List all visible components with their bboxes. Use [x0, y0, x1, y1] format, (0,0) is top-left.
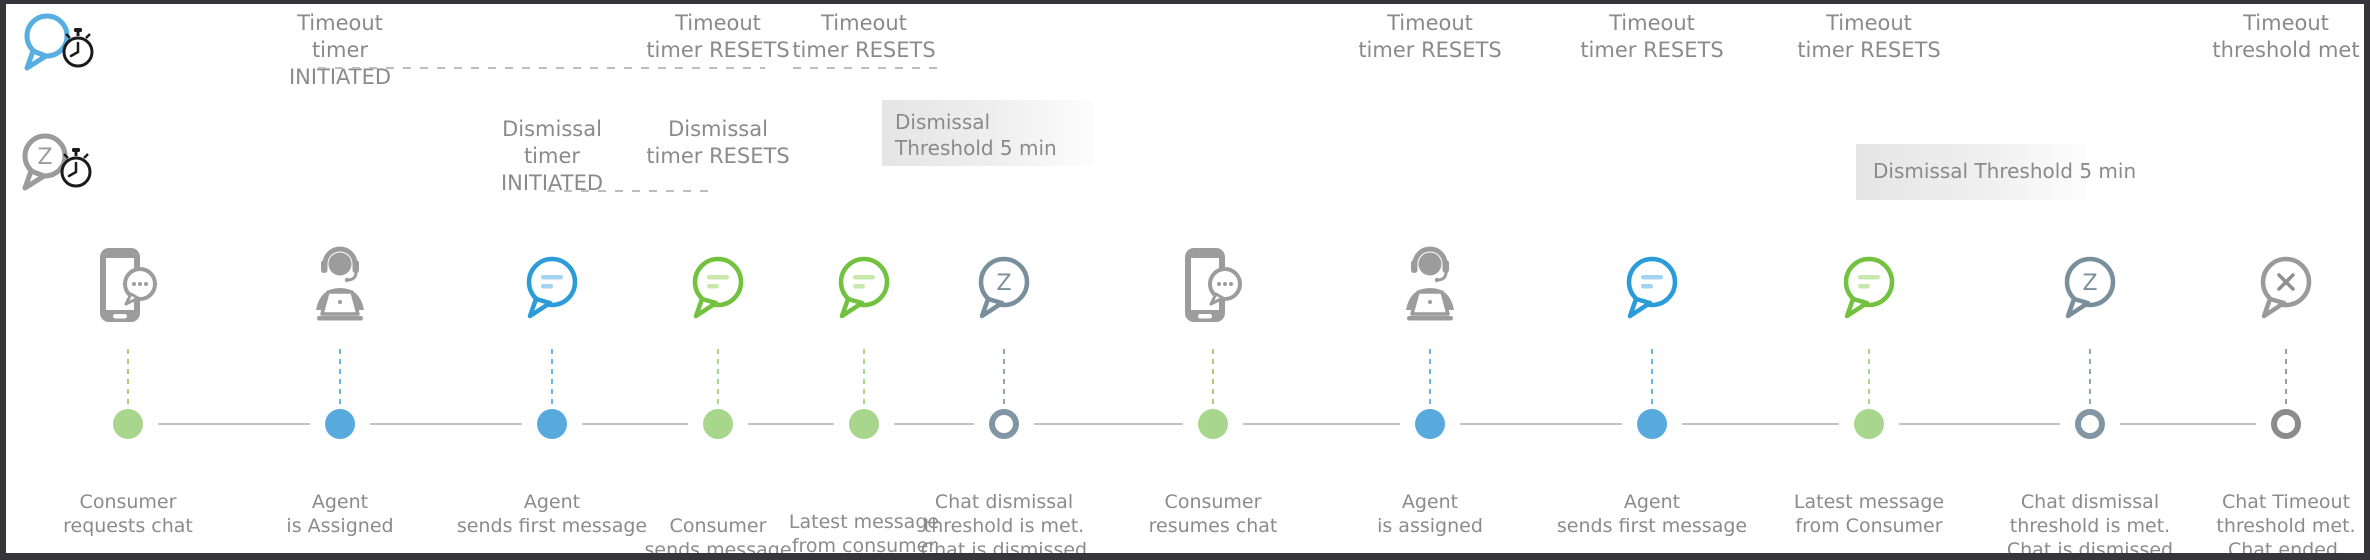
event-label: Consumer resumes chat [1148, 491, 1278, 537]
dismissal-timer-legend: Z [18, 132, 106, 198]
dashed-drop-line [863, 349, 865, 411]
timeline-dot [849, 409, 879, 439]
timeline-connector-line [1034, 423, 1183, 425]
event-label: Consumer requests chat [63, 491, 193, 537]
event-label: Chat Timeout threshold met. Chat ended. [2216, 491, 2356, 560]
event-icon [502, 234, 602, 334]
dashed-drop-line [1212, 349, 1214, 411]
event-label: Agent is Assigned [286, 491, 394, 537]
agent-headset-icon [316, 246, 364, 321]
dismissal-timer-label: Dismissal timer RESETS [646, 117, 790, 168]
dismissal-threshold-badge: Dismissal Threshold 5 min [882, 100, 1094, 166]
dashed-drop-line [717, 349, 719, 411]
snooze-bubble-icon: Z [978, 256, 1030, 319]
dismissal-timer-dashed-line [547, 190, 715, 192]
event-label: Agent sends first message [456, 491, 648, 537]
timeline-connector-line [748, 423, 834, 425]
timeout-timer-label: Timeout timer RESETS [792, 11, 936, 62]
timeout-timer-label: Timeout timer RESETS [646, 11, 790, 62]
timeline-dot [2075, 409, 2105, 439]
event-label: Consumer sends message [644, 515, 792, 560]
dashed-drop-line [339, 349, 341, 411]
dashed-drop-line [1429, 349, 1431, 411]
event-icon [1819, 234, 1919, 334]
timeline-connector-line [894, 423, 974, 425]
timeline-dot [325, 409, 355, 439]
event-label: Agent is assigned [1377, 491, 1483, 537]
svg-text:Z: Z [37, 145, 52, 170]
event-icon: Z [954, 234, 1054, 334]
timeout-timer-label: Timeout timer INITIATED [288, 11, 392, 89]
agent-headset-icon [1406, 246, 1454, 321]
event-icon: Z [2040, 234, 2140, 334]
timeline-connector-line [1682, 423, 1839, 425]
timeout-timer-legend [20, 12, 108, 78]
event-icon [1602, 234, 1702, 334]
timeline-dot [537, 409, 567, 439]
timeline-dot [2271, 409, 2301, 439]
timeline-dot [1198, 409, 1228, 439]
dashed-drop-line [2285, 349, 2287, 411]
dashed-drop-line [1003, 349, 1005, 411]
consumer-message-bubble-icon [692, 256, 744, 319]
timeout-timer-label: Timeout timer RESETS [1580, 11, 1724, 62]
agent-message-bubble-icon [1626, 256, 1678, 319]
svg-text:Z: Z [2082, 271, 2097, 296]
dashed-drop-line [551, 349, 553, 411]
timeline-dot [1854, 409, 1884, 439]
timeline-connector-line [370, 423, 522, 425]
stopwatch-icon [60, 148, 92, 188]
event-label: Agent sends first message [1556, 491, 1748, 537]
stopwatch-icon [62, 28, 94, 68]
timeline-connector-line [1243, 423, 1400, 425]
dashed-drop-line [127, 349, 129, 411]
dashed-drop-line [1651, 349, 1653, 411]
timeline-connector-line [582, 423, 688, 425]
consumer-message-bubble-icon [838, 256, 890, 319]
timeline-dot [703, 409, 733, 439]
event-icon [668, 234, 768, 334]
agent-message-bubble-icon [526, 256, 578, 319]
svg-text:Z: Z [996, 271, 1011, 296]
timeline-dot [1415, 409, 1445, 439]
timeline-connector-line [158, 423, 310, 425]
event-icon [78, 234, 178, 334]
snooze-bubble-icon: Z [2064, 256, 2116, 319]
timeline-dot [113, 409, 143, 439]
event-label: Chat dismissal threshold is met. Chat is… [2006, 491, 2174, 560]
event-icon [814, 234, 914, 334]
closed-chat-bubble-icon [2260, 256, 2312, 319]
event-icon [2236, 234, 2336, 334]
timeout-timer-dashed-line [318, 67, 765, 69]
phone-chat-icon [100, 248, 157, 322]
event-icon [290, 234, 390, 334]
event-label: Chat dismissal threshold is met. Chat is… [920, 491, 1088, 560]
event-icon [1380, 234, 1480, 334]
phone-chat-icon [1185, 248, 1242, 322]
event-label: Latest message from Consumer [1793, 491, 1945, 537]
timeout-timer-label: Timeout timer RESETS [1358, 11, 1502, 62]
timeout-timer-dashed-line [793, 67, 939, 69]
timeline-connector-line [1460, 423, 1622, 425]
event-label: Latest message from consumer [788, 511, 940, 557]
dashed-drop-line [1868, 349, 1870, 411]
event-icon [1163, 234, 1263, 334]
snooze-bubble-stopwatch-icon: Z [22, 133, 92, 191]
timeout-timer-label: Timeout threshold met [2212, 11, 2360, 62]
dashed-drop-line [2089, 349, 2091, 411]
timeline-connector-line [2120, 423, 2256, 425]
consumer-message-bubble-icon [1843, 256, 1895, 319]
timeline-dot [989, 409, 1019, 439]
timeline-dot [1637, 409, 1667, 439]
timeline-connector-line [1899, 423, 2060, 425]
chat-bubble-stopwatch-icon [24, 13, 94, 71]
timeout-timer-label: Timeout timer RESETS [1797, 11, 1941, 62]
dismissal-threshold-badge: Dismissal Threshold 5 min [1856, 144, 2136, 200]
